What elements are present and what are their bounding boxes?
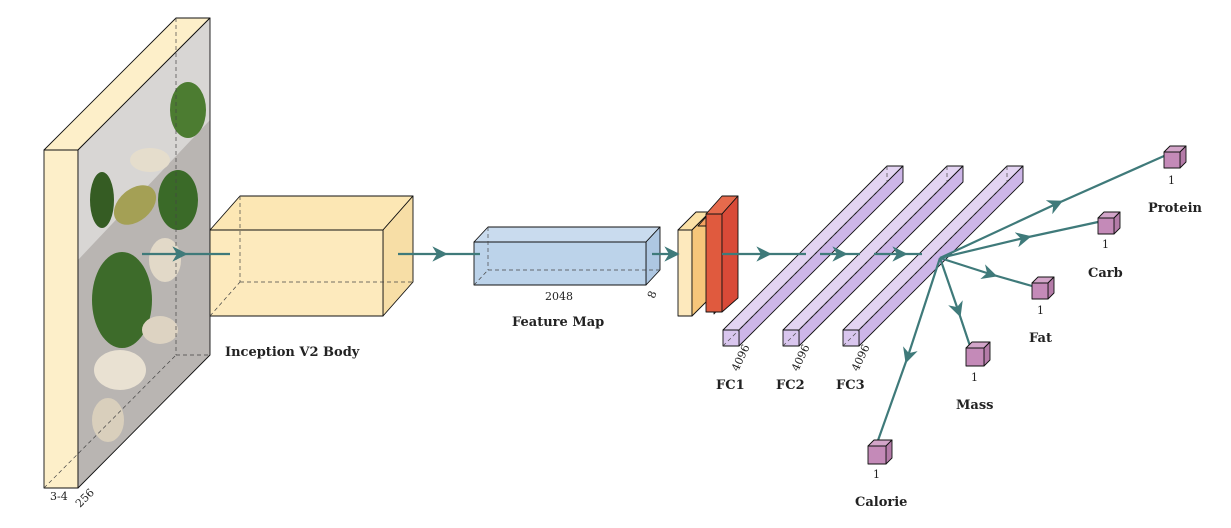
output-fat-size: 1 (1037, 304, 1044, 317)
input-depth-label: 3-4 (50, 490, 68, 503)
feature-depth-label: 8 (645, 289, 660, 300)
fc2-size-label: 4096 (789, 342, 813, 373)
output-protein-label: Protein (1148, 201, 1203, 216)
output-calorie-size: 1 (873, 468, 880, 481)
feature-map-block: 2048 8 Feature Map (473, 226, 661, 330)
output-branches (874, 154, 1165, 447)
conv-stack (677, 195, 739, 317)
output-calorie-label: Calorie (855, 495, 907, 510)
feature-map-label: Feature Map (512, 315, 604, 330)
fc3-label: FC3 (836, 378, 865, 393)
feature-width-label: 2048 (545, 290, 573, 303)
fc-layer-2: 4096 FC2 (776, 165, 964, 393)
input-image-block: 3-4 256 (43, 17, 211, 510)
input-size-label: 256 (73, 486, 97, 510)
inception-body-label: Inception V2 Body (225, 345, 360, 360)
output-fat: 1 Fat (1029, 276, 1055, 346)
fc1-label: FC1 (716, 378, 745, 393)
output-fat-label: Fat (1029, 331, 1052, 346)
output-carb-size: 1 (1102, 238, 1109, 251)
output-protein-size: 1 (1168, 174, 1175, 187)
output-protein: 1 Protein (1148, 145, 1203, 216)
output-mass-label: Mass (956, 398, 993, 413)
output-carb-label: Carb (1088, 266, 1123, 281)
fc1-size-label: 4096 (729, 342, 753, 373)
inception-body-block: Inception V2 Body (209, 195, 414, 360)
fc-layer-1: 4096 FC1 (716, 165, 904, 393)
output-carb: 1 Carb (1088, 211, 1123, 281)
output-mass: 1 Mass (956, 341, 993, 413)
fc3-size-label: 4096 (849, 342, 873, 373)
output-mass-size: 1 (971, 371, 978, 384)
fc2-label: FC2 (776, 378, 805, 393)
output-calorie: 1 Calorie (855, 439, 907, 510)
